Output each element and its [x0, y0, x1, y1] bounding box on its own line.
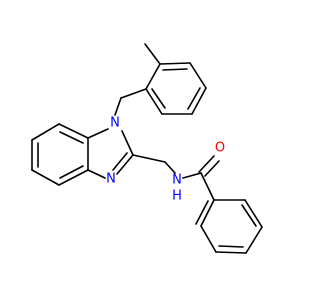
atom-labels: N N N H O — [106, 116, 225, 204]
bond-benzo-4 — [31, 169, 60, 186]
bond-benzyl-n — [114, 97, 122, 116]
bond-phenyl-2 — [200, 225, 217, 253]
bond-n1-c7a — [87, 128, 109, 139]
bond-carbonyl-o-2 — [204, 160, 220, 177]
bond-phenyl-4 — [245, 226, 263, 254]
atom-h: H — [172, 189, 182, 204]
bond-methyl — [144, 43, 161, 65]
bond-tolyl-5-inner — [151, 88, 166, 109]
bond-carbonyl-ring — [200, 172, 215, 201]
bond-benzo-1-inner — [59, 131, 84, 144]
bond-tolyl-5 — [145, 88, 163, 115]
bond-benzo-5 — [58, 169, 89, 186]
bond-phenyl-5 — [244, 199, 263, 228]
bond-benzo-5-inner — [59, 165, 84, 179]
molecule-canvas: N N N H O — [31, 43, 263, 254]
bond-benzo-1 — [58, 123, 89, 139]
bond-ch2-nh — [164, 161, 176, 174]
bond-tolyl-1 — [159, 62, 191, 65]
atom-n1: N — [110, 116, 120, 131]
bond-nh-carbonyl — [182, 172, 202, 179]
bond-c2-ch2 — [132, 154, 166, 163]
atom-n3: N — [106, 172, 116, 187]
bond-phenyl-3-inner — [218, 245, 244, 248]
bond-tolyl-1-inner — [162, 68, 188, 71]
bond-phenyl-1-inner — [195, 200, 209, 225]
bond-n3-c3a — [87, 169, 106, 179]
atom-o: O — [215, 141, 225, 156]
bond-c2-n3-inner — [112, 152, 128, 171]
bond-n1-c2 — [121, 130, 134, 156]
bonds — [31, 43, 263, 254]
bond-benzyl-ring — [120, 88, 147, 99]
bond-phenyl-1 — [200, 199, 215, 227]
bond-tolyl-2 — [189, 62, 207, 89]
bond-carbonyl-o — [198, 155, 215, 173]
bond-tolyl-6 — [145, 63, 161, 90]
molecule-structure: N N N H O — [31, 43, 263, 254]
bond-benzo-2 — [31, 123, 60, 141]
atom-nh: N — [172, 173, 182, 188]
bond-phenyl-3 — [215, 251, 247, 254]
bond-tolyl-3 — [191, 87, 207, 115]
bond-tolyl-3-inner — [187, 87, 201, 110]
bond-phenyl-5-inner — [241, 204, 257, 227]
bond-c2-n3 — [116, 154, 134, 175]
